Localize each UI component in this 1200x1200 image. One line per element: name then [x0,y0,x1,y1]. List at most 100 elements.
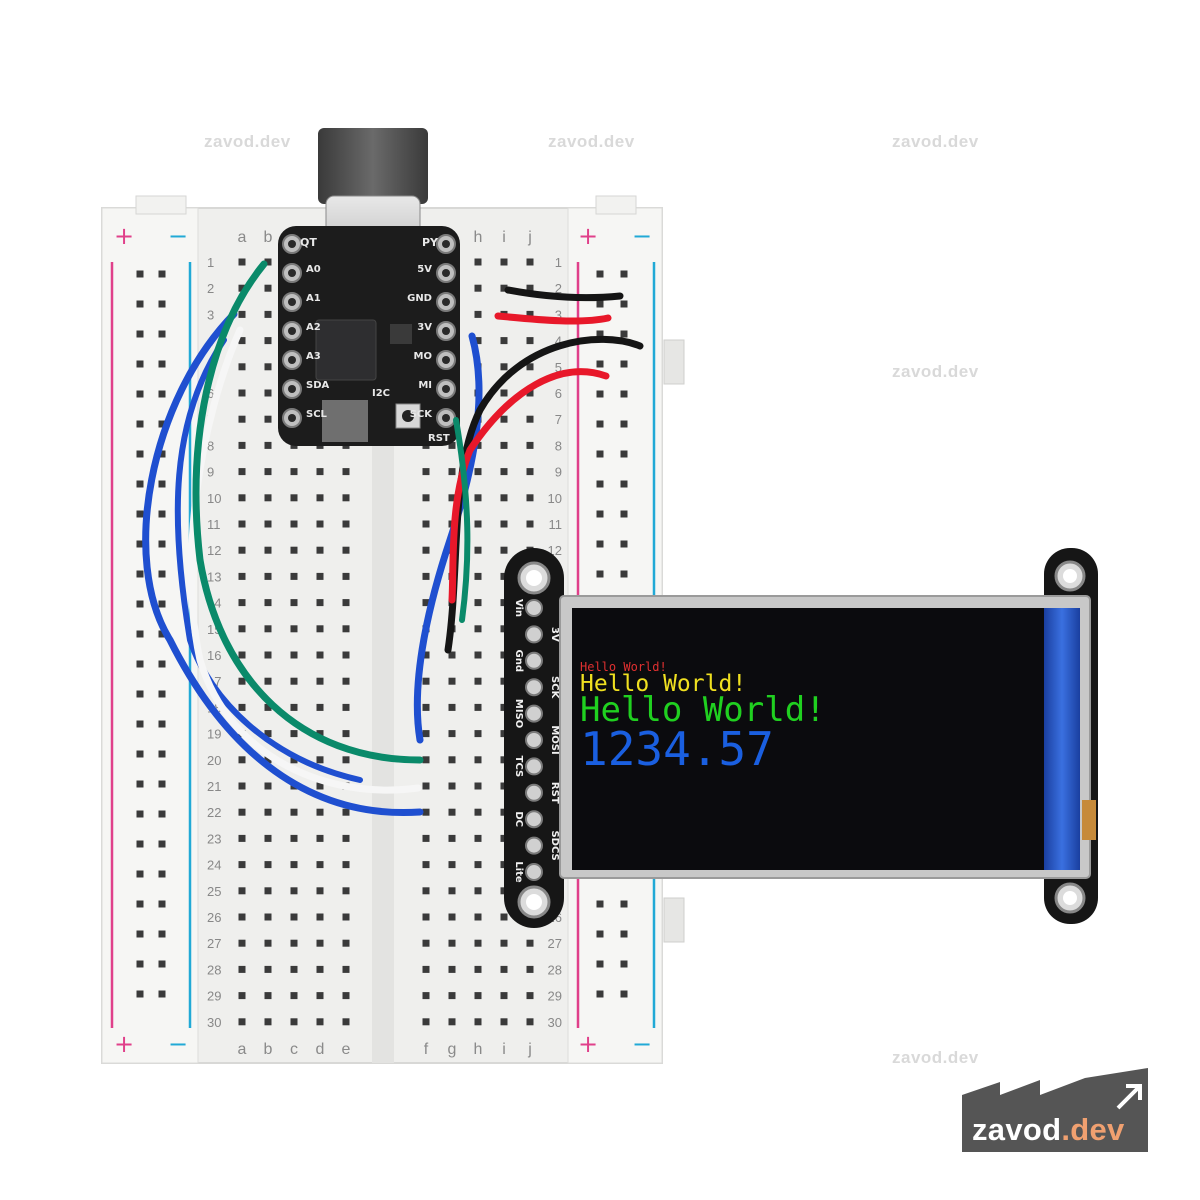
breadboard-hole [422,703,430,711]
breadboard-hole [526,310,534,318]
breadboard-hole [474,965,482,973]
pad-hole [442,327,450,335]
breadboard-hole [264,861,272,869]
power-rail-left [101,207,199,1064]
pin-label: 3V [417,322,432,333]
breadboard-hole [290,834,298,842]
breadboard-hole [238,625,246,633]
breadboard-hole [422,939,430,947]
breadboard-hole [500,363,508,371]
column-label: j [527,1041,532,1058]
row-label: 29 [207,989,221,1004]
breadboard-hole [238,337,246,345]
breadboard-hole [264,415,272,423]
corner-label: PY [422,236,439,249]
breadboard-hole [474,834,482,842]
breadboard-hole [238,756,246,764]
breadboard-hole [422,651,430,659]
breadboard-hole [448,965,456,973]
rail-hole [596,420,604,428]
breadboard-hole [474,520,482,528]
breadboard-hole [264,546,272,554]
breadboard-hole [316,468,324,476]
breadboard-hole [238,520,246,528]
breadboard-hole [500,284,508,292]
regulator-chip [390,324,412,344]
zavod-logo[interactable]: zavod.dev [972,1112,1125,1148]
row-label: 10 [548,491,562,506]
rail-hole [620,900,628,908]
row-label: 24 [207,858,221,873]
rail-hole [596,450,604,458]
breadboard-hole [422,887,430,895]
breadboard-hole [264,939,272,947]
breadboard-hole [500,992,508,1000]
header-pin [525,599,543,617]
rail-hole [620,390,628,398]
display-line-small: Hello World! [580,660,667,674]
breadboard-hole [238,389,246,397]
rail-hole [158,270,166,278]
rail-hole [596,570,604,578]
rail-hole [136,810,144,818]
rail-hole [136,870,144,878]
pad-hole [442,240,450,248]
column-label: a [238,1041,247,1058]
row-label: 21 [207,779,221,794]
row-label: 23 [207,831,221,846]
breadboard-hole [342,546,350,554]
breadboard-hole [290,887,298,895]
breadboard-hole [238,363,246,371]
row-label: 6 [555,386,562,401]
rail-hole [136,990,144,998]
rail-hole [136,660,144,668]
rail-sign: − [632,222,652,250]
row-label: 27 [548,936,562,951]
header-pin [525,783,543,802]
breadboard-hole [474,258,482,266]
breadboard-hole [500,258,508,266]
rail-hole [136,570,144,578]
display-mount-top-inner [1063,569,1077,583]
breadboard-hole [422,965,430,973]
corner-label: QT [300,236,317,249]
header-pin-label: 3V [549,627,560,642]
pin-label: A1 [306,293,321,304]
wire-red-long [448,368,610,604]
rail-tab-left [135,195,187,215]
breadboard-hole [500,965,508,973]
breadboard-hole [448,494,456,502]
rail-hole [158,450,166,458]
breadboard-hole [264,887,272,895]
rail-hole [158,600,166,608]
breadboard-hole [474,441,482,449]
wire-black-short [504,286,624,302]
rail-hole [136,390,144,398]
column-label: i [502,229,506,246]
breadboard-hole [474,861,482,869]
pad-hole [442,298,450,306]
rail-hole [136,960,144,968]
breadboard-hole [290,599,298,607]
breadboard-hole [474,546,482,554]
display-flex-cable [1044,608,1080,870]
breadboard-hole [316,992,324,1000]
breadboard-hole [500,939,508,947]
breadboard-hole [342,572,350,580]
rail-hole [158,360,166,368]
rail-hole [620,270,628,278]
breadboard-hole [264,730,272,738]
rail-hole [620,330,628,338]
rail-hole [158,300,166,308]
breadboard-hole [264,389,272,397]
rail-hole [158,660,166,668]
row-label: 3 [555,307,562,322]
breadboard-hole [422,494,430,502]
column-label: h [474,229,483,246]
breadboard-hole [238,677,246,685]
breadboard-hole [342,520,350,528]
column-label: i [502,1041,506,1058]
breadboard-hole [500,913,508,921]
rail-hole [136,720,144,728]
